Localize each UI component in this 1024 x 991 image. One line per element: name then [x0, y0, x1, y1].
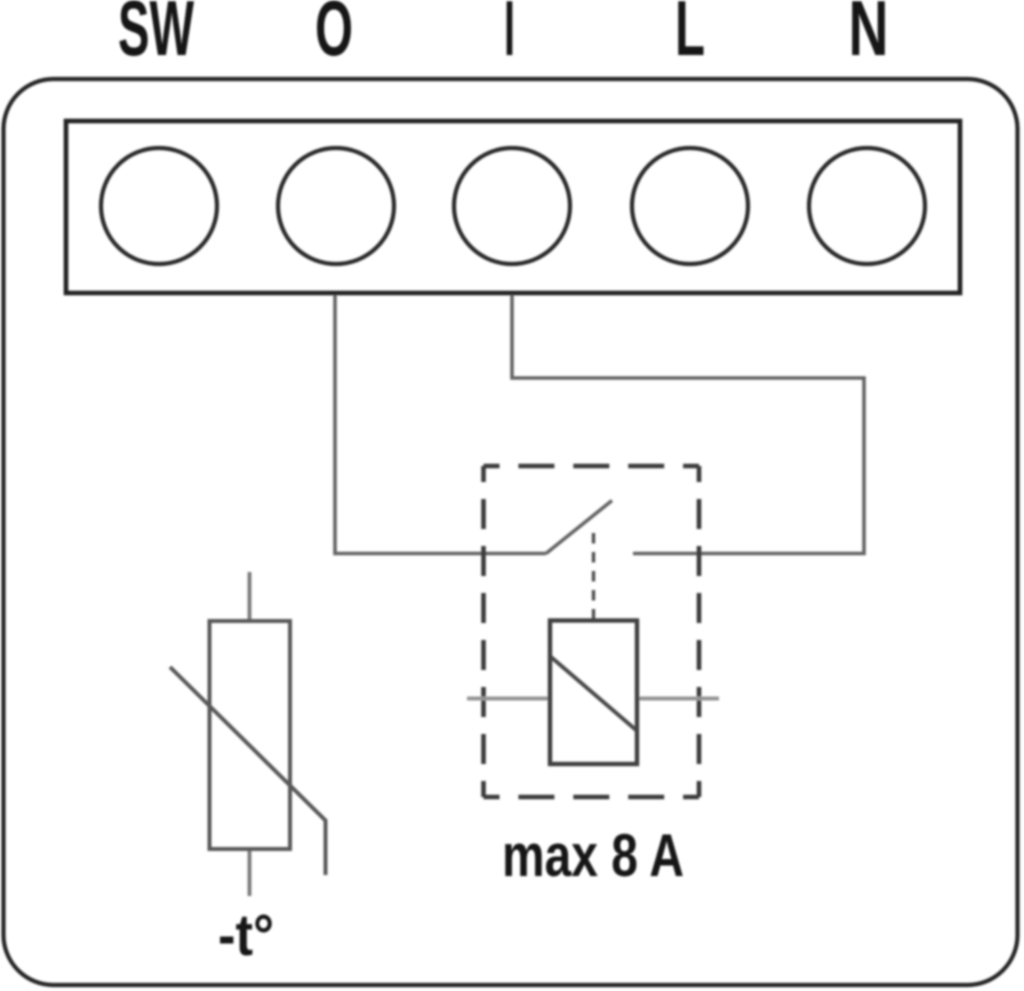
svg-text:SW: SW [118, 0, 194, 72]
svg-text:L: L [675, 0, 705, 72]
svg-text:O: O [315, 0, 353, 72]
svg-text:I: I [504, 0, 515, 72]
svg-text:-t°: -t° [218, 903, 274, 968]
svg-text:N: N [849, 0, 889, 72]
svg-text:max 8 A: max 8 A [502, 821, 684, 889]
